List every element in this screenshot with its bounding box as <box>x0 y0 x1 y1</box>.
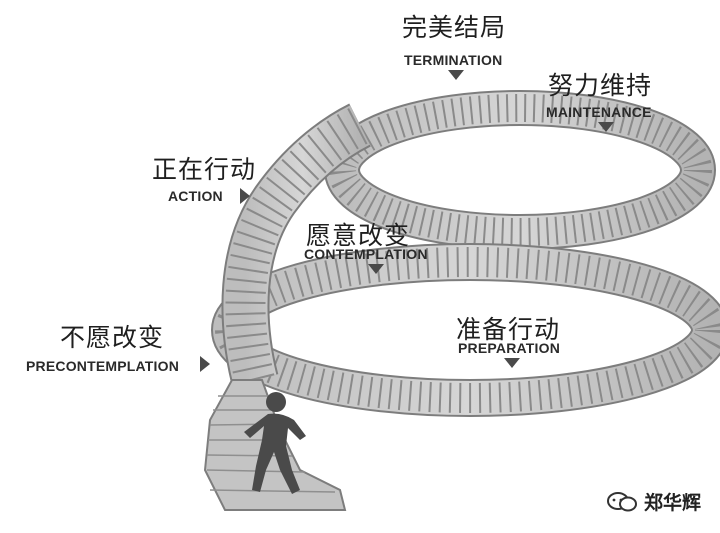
precontemplation-label-en: PRECONTEMPLATION <box>26 358 180 374</box>
watermark: 郑华辉 <box>606 488 701 515</box>
contemplation-label-en: CONTEMPLATION <box>304 246 428 262</box>
action-label-zh: 正在行动 <box>152 155 257 184</box>
preparation-arrow-icon <box>504 358 520 368</box>
wechat-icon <box>607 491 637 511</box>
action-arrow-icon <box>240 188 250 204</box>
watermark-text: 郑华辉 <box>644 492 702 514</box>
maintenance-label-en: MAINTENANCE <box>546 104 652 120</box>
preparation-label-en: PREPARATION <box>458 340 561 356</box>
precontemplation-label-zh: 不愿改变 <box>60 323 165 352</box>
rising-column <box>221 103 372 386</box>
termination-arrow-icon <box>448 70 464 80</box>
precontemplation-arrow-icon <box>200 356 210 372</box>
maintenance-label-zh: 努力维持 <box>548 71 653 100</box>
maintenance-arrow-icon <box>598 122 614 132</box>
contemplation-arrow-icon <box>368 264 384 274</box>
termination-label-en: TERMINATION <box>404 52 503 68</box>
upper-loop <box>324 90 716 250</box>
preparation-label-zh: 准备行动 <box>456 315 561 344</box>
contemplation-label-zh: 愿意改变 <box>306 221 411 250</box>
action-label-en: ACTION <box>168 188 223 204</box>
walking-person-icon <box>244 392 306 494</box>
termination-label-zh: 完美结局 <box>402 13 507 42</box>
